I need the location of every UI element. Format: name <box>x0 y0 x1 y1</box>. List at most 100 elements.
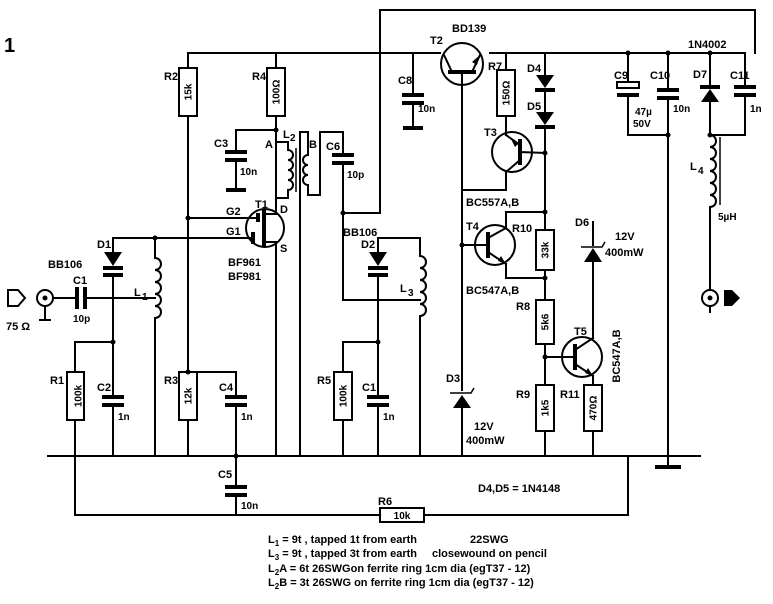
c9-electrolytic <box>616 81 640 89</box>
d6-power: 400mW <box>605 247 644 259</box>
note-l1: L1 = 9t , tapped 1t from earth <box>268 534 417 548</box>
svg-text:10p: 10p <box>347 170 364 181</box>
svg-text:10n: 10n <box>240 167 257 178</box>
c10-label: C10 <box>650 70 670 82</box>
c2-label: C2 <box>97 382 111 394</box>
output-connector <box>701 289 740 313</box>
d7-diode <box>701 89 719 102</box>
svg-text:100k: 100k <box>74 384 85 407</box>
svg-text:1n: 1n <box>383 412 395 423</box>
c11-label: C11 <box>730 70 750 82</box>
d3-voltage: 12V <box>474 421 494 433</box>
d1-type: BB106 <box>48 259 82 271</box>
l1-coil <box>153 256 162 320</box>
svg-text:3: 3 <box>408 288 414 299</box>
svg-text:1: 1 <box>142 292 148 303</box>
d7-type: 1N4002 <box>688 39 727 51</box>
r1-label: R1 <box>50 375 64 387</box>
d2-label: D2 <box>361 239 375 251</box>
t3-label: T3 <box>484 127 497 139</box>
r7-label: R7 <box>488 61 502 73</box>
d6-voltage: 12V <box>615 231 635 243</box>
svg-text:100k: 100k <box>339 384 350 407</box>
t4-type: BC547A,B <box>466 285 519 297</box>
g2-label: G2 <box>226 206 241 218</box>
coil-notes: L1 = 9t , tapped 1t from earth L3 = 9t ,… <box>268 534 547 591</box>
t1-label: T1 <box>255 199 268 211</box>
wire-gauge-note: 22SWG <box>470 534 509 546</box>
d4-label: D4 <box>527 63 542 75</box>
l4-value: 5µH <box>718 212 737 223</box>
svg-text:10n: 10n <box>418 104 435 115</box>
note-l2b: L2B = 3t 26SWG on ferrite ring 1cm dia (… <box>268 577 534 591</box>
svg-text:1k5: 1k5 <box>541 399 552 416</box>
t2-label: T2 <box>430 35 443 47</box>
t1-type-1: BF961 <box>228 257 261 269</box>
svg-text:470Ω: 470Ω <box>589 396 600 421</box>
input-connector <box>7 289 54 321</box>
l4-choke <box>708 133 717 209</box>
l4-label: L <box>690 161 697 173</box>
d5-diode <box>536 112 554 125</box>
svg-text:1n: 1n <box>241 412 253 423</box>
t3-type: BC557A,B <box>466 197 519 209</box>
c8-label: C8 <box>398 75 412 87</box>
note-l2a: L2A = 6t 26SWGon ferrite ring 1cm dia (e… <box>268 563 531 577</box>
r11-label: R11 <box>560 389 580 401</box>
c1b-label: C1 <box>362 382 376 394</box>
t5-label: T5 <box>574 326 587 338</box>
r8-label: R8 <box>516 301 530 313</box>
svg-text:15k: 15k <box>184 83 195 100</box>
c4-label: C4 <box>219 382 234 394</box>
svg-text:33k: 33k <box>541 241 552 258</box>
t5-type: BC547A,B <box>611 329 623 382</box>
d2-type: BB106 <box>343 227 377 239</box>
c6-label: C6 <box>326 141 340 153</box>
t2-type: BD139 <box>452 23 486 35</box>
svg-text:2: 2 <box>290 133 296 144</box>
t1-type-2: BF981 <box>228 271 261 283</box>
svg-text:150Ω: 150Ω <box>502 81 513 106</box>
source-label: S <box>280 243 287 255</box>
c3-label: C3 <box>214 138 228 150</box>
d4-diode <box>536 75 554 88</box>
figure-number: 1 <box>4 35 15 57</box>
svg-text:4: 4 <box>698 166 704 177</box>
d1-label: D1 <box>97 239 111 251</box>
drain-label: D <box>280 204 288 216</box>
t1-mosfet <box>245 208 285 248</box>
d3-zener <box>453 395 471 408</box>
r3-label: R3 <box>164 375 178 387</box>
c1-label: C1 <box>73 275 87 287</box>
c9-capacitance: 47µ <box>635 107 652 118</box>
note-l3: L3 = 9t , tapped 3t from earth <box>268 548 417 562</box>
c9-label: C9 <box>614 70 628 82</box>
svg-text:100Ω: 100Ω <box>272 80 283 105</box>
l1-label: L <box>134 287 141 299</box>
l2b-coil <box>302 153 310 187</box>
d3-label: D3 <box>446 373 460 385</box>
input-impedance-label: 75 Ω <box>6 321 30 333</box>
r6-label: R6 <box>378 496 392 508</box>
t4-label: T4 <box>466 221 480 233</box>
svg-text:5k6: 5k6 <box>541 313 552 330</box>
d6-zener <box>584 248 602 262</box>
g1-label: G1 <box>226 226 241 238</box>
c5-label: C5 <box>218 469 232 481</box>
l2-label: L <box>283 129 290 141</box>
wind-note: closewound on pencil <box>432 548 547 560</box>
r5-label: R5 <box>317 375 331 387</box>
d5-label: D5 <box>527 101 541 113</box>
d2-varicap <box>369 252 387 266</box>
svg-text:10n: 10n <box>673 104 690 115</box>
l3-label: L <box>400 283 407 295</box>
l2a-coil <box>286 148 294 192</box>
c1-value: 10p <box>73 314 90 325</box>
c9-voltage: 50V <box>633 119 651 130</box>
svg-text:10n: 10n <box>241 501 258 512</box>
svg-text:12k: 12k <box>184 387 195 404</box>
l2-a-label: A <box>265 139 273 151</box>
d3-power: 400mW <box>466 435 505 447</box>
l2-b-label: B <box>309 139 317 151</box>
